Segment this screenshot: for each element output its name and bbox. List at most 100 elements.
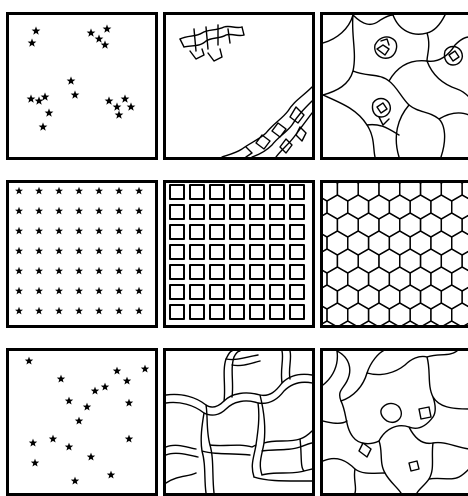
star-mark: [65, 397, 73, 405]
star-mark: [75, 247, 83, 255]
hex-cell: [323, 249, 337, 273]
star-mark: [35, 247, 43, 255]
star-mark: [87, 453, 95, 461]
grid-square: [170, 265, 184, 279]
star-mark: [71, 477, 79, 485]
star-mark: [15, 207, 23, 215]
hex-cell: [358, 321, 379, 325]
hex-cell: [323, 285, 337, 309]
star-mark: [125, 399, 133, 407]
grid-square: [270, 185, 284, 199]
star-mark: [123, 377, 131, 385]
grid-square: [290, 265, 304, 279]
star-mark: [15, 267, 23, 275]
star-mark: [71, 90, 80, 98]
star-mark: [125, 435, 133, 443]
star-mark: [55, 287, 63, 295]
random-stars-uniform-pattern: [9, 351, 155, 493]
star-mark: [39, 122, 48, 130]
hex-cell: [431, 303, 452, 325]
grid-square: [190, 285, 204, 299]
star-mark: [115, 267, 123, 275]
star-mark: [95, 227, 103, 235]
star-mark: [55, 227, 63, 235]
star-mark: [55, 307, 63, 315]
star-mark: [75, 417, 83, 425]
star-mark: [107, 471, 115, 479]
star-mark: [15, 187, 23, 195]
hex-cell: [327, 303, 348, 325]
star-mark: [113, 367, 121, 375]
grid-square: [170, 305, 184, 319]
star-mark: [95, 287, 103, 295]
star-mark: [75, 267, 83, 275]
grid-square: [230, 285, 244, 299]
grid-square: [210, 225, 224, 239]
star-mark: [101, 383, 109, 391]
grid-square: [270, 245, 284, 259]
irregular-cells-pattern: [323, 351, 468, 493]
hex-cell: [379, 183, 400, 201]
star-mark: [75, 287, 83, 295]
star-mark: [91, 387, 99, 395]
star-mark: [75, 227, 83, 235]
grid-square: [210, 305, 224, 319]
star-mark: [135, 187, 143, 195]
diagonal-network-pattern: [166, 15, 312, 157]
star-mark: [121, 94, 130, 102]
grid-square: [230, 305, 244, 319]
grid-square: [190, 265, 204, 279]
panel-square-grid: [163, 180, 315, 328]
grid-square: [190, 185, 204, 199]
star-mark: [95, 187, 103, 195]
star-mark: [75, 187, 83, 195]
grid-square: [190, 205, 204, 219]
star-mark: [28, 38, 37, 46]
star-mark: [35, 96, 44, 104]
star-mark: [27, 94, 36, 102]
star-mark: [75, 307, 83, 315]
star-mark: [25, 357, 33, 365]
panel-diagonal-network-band: [163, 12, 315, 160]
hex-cell: [323, 213, 337, 237]
star-mark: [115, 227, 123, 235]
panel-random-stars-uniform: [6, 348, 158, 496]
regular-stars-pattern: [9, 183, 155, 325]
star-mark: [35, 207, 43, 215]
grid-square: [170, 285, 184, 299]
star-mark: [113, 102, 122, 110]
star-mark: [105, 96, 114, 104]
star-mark: [95, 307, 103, 315]
grid-square: [250, 225, 264, 239]
star-mark: [32, 26, 41, 34]
star-mark: [55, 267, 63, 275]
star-mark: [135, 267, 143, 275]
hex-cell: [441, 183, 462, 201]
grid-square: [290, 185, 304, 199]
star-mark: [115, 110, 124, 118]
star-mark: [95, 267, 103, 275]
irregular-network-pattern: [166, 351, 312, 493]
grid-square: [290, 305, 304, 319]
star-mark: [65, 443, 73, 451]
star-mark: [135, 247, 143, 255]
grid-square: [270, 265, 284, 279]
hex-cell: [337, 321, 358, 325]
star-mark: [115, 287, 123, 295]
hex-cell: [421, 321, 442, 325]
grid-square: [210, 285, 224, 299]
star-mark: [127, 102, 136, 110]
star-mark: [115, 307, 123, 315]
hex-cell: [410, 303, 431, 325]
star-mark: [15, 247, 23, 255]
hexagonal-grid-pattern: [323, 183, 468, 325]
star-mark: [87, 28, 96, 36]
star-mark: [55, 247, 63, 255]
hex-cell: [452, 231, 468, 255]
panel-hexagonal-grid: [320, 180, 468, 328]
hex-cell: [379, 321, 400, 325]
grid-square: [190, 305, 204, 319]
panel-irregular-network: [163, 348, 315, 496]
star-mark: [95, 247, 103, 255]
hex-cell: [369, 303, 390, 325]
